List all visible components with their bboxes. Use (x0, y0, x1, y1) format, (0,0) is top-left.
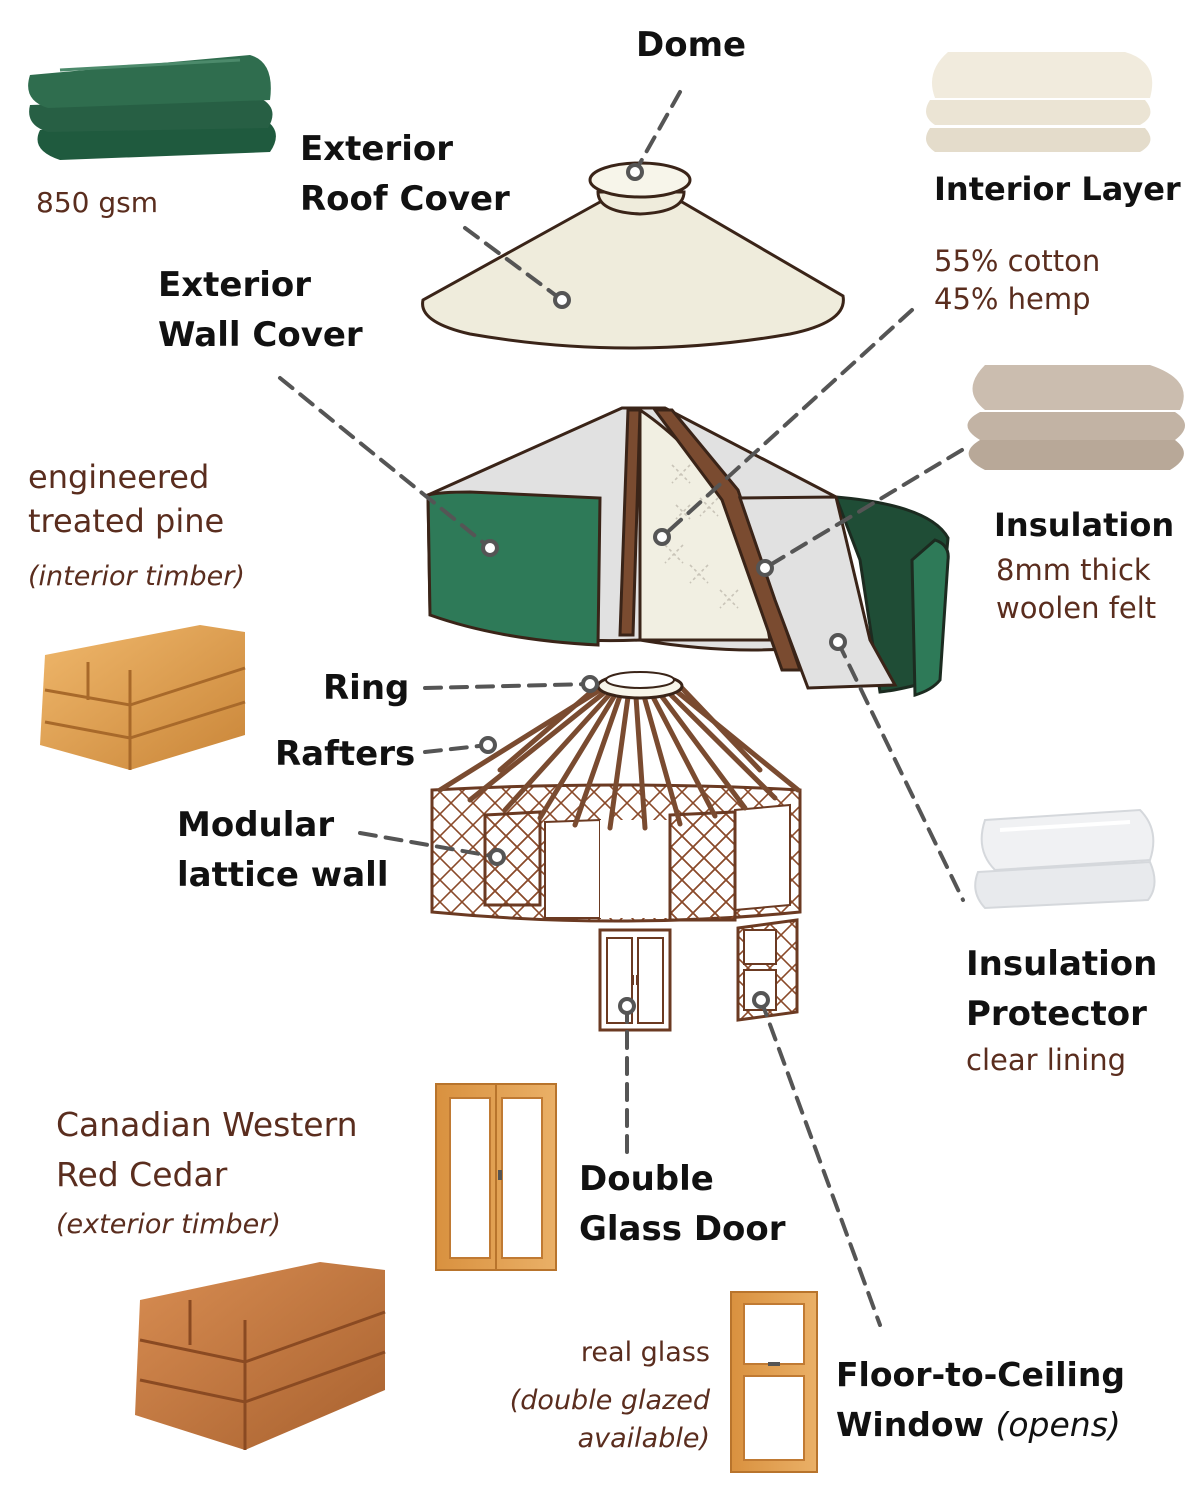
note-fabric-line2: 45% hemp (934, 282, 1091, 316)
note-insulation-line1: 8mm thick (996, 553, 1151, 587)
note-cover-weight: 850 gsm (36, 186, 158, 219)
note-pine-use: (interior timber) (28, 561, 245, 592)
label-lattice-line2: lattice wall (177, 855, 389, 895)
label-roof-cover: Exterior Roof Cover (300, 124, 510, 224)
folded-cream-fabric-icon (926, 52, 1153, 152)
double-door-icon (435, 1083, 557, 1271)
label-window-word: Window (836, 1405, 984, 1444)
window-icon (730, 1291, 818, 1473)
folded-wool-felt-icon (967, 365, 1185, 470)
label-door-line2: Glass Door (579, 1209, 786, 1249)
label-window-line1: Floor-to-Ceiling (836, 1355, 1125, 1394)
pine-timber-stack-icon (40, 625, 246, 770)
note-pine-line2: treated pine (28, 502, 225, 540)
label-window: Floor-to-Ceiling Window (opens) (836, 1350, 1125, 1450)
cedar-timber-stack-icon (135, 1262, 386, 1450)
label-rafters: Rafters (275, 734, 416, 774)
note-glass-option-line1: (double glazed (509, 1385, 710, 1416)
note-cedar-use: (exterior timber) (56, 1209, 281, 1240)
note-insulation-spec: 8mm thick woolen felt (996, 551, 1156, 627)
label-wall-cover: Exterior Wall Cover (158, 260, 363, 360)
note-insulation-line2: woolen felt (996, 591, 1157, 625)
note-cedar-line1: Canadian Western (56, 1105, 358, 1144)
note-cedar: Canadian Western Red Cedar (56, 1100, 357, 1200)
label-roof-cover-line1: Exterior (300, 129, 454, 169)
note-interior-fabric: 55% cotton 45% hemp (934, 242, 1100, 318)
label-dome: Dome (636, 25, 747, 65)
label-lattice-wall: Modular lattice wall (177, 800, 388, 900)
label-insulation-protector: Insulation Protector (966, 939, 1157, 1039)
frame-shape (430, 671, 802, 923)
note-glass-option-line2: available) (577, 1423, 710, 1454)
label-protector-line1: Insulation (966, 944, 1158, 984)
label-wall-cover-line2: Wall Cover (158, 315, 363, 355)
label-window-suffix: (opens) (995, 1405, 1121, 1444)
wall-cover-shape (426, 406, 950, 697)
label-roof-cover-line2: Roof Cover (300, 179, 510, 219)
note-cedar-line2: Red Cedar (56, 1155, 228, 1194)
note-fabric-line1: 55% cotton (934, 244, 1101, 278)
door-part-shape (598, 928, 672, 1032)
label-insulation: Insulation (994, 506, 1175, 544)
label-protector-line2: Protector (966, 994, 1147, 1034)
roof-cover-shape (421, 200, 845, 350)
label-window-line2: Window (opens) (836, 1400, 1125, 1450)
note-glass-option: (double glazed available) (450, 1382, 710, 1458)
dome-shape (588, 161, 692, 216)
label-wall-cover-line1: Exterior (158, 265, 312, 305)
label-interior-layer: Interior Layer (934, 170, 1181, 208)
label-door-line1: Double (579, 1159, 714, 1199)
label-double-door: Double Glass Door (579, 1154, 786, 1254)
folded-clear-film-icon (974, 808, 1156, 910)
window-part-shape (736, 918, 799, 1022)
note-pine: engineered treated pine (28, 455, 224, 543)
label-ring: Ring (323, 668, 410, 708)
note-glass: real glass (580, 1337, 710, 1368)
note-pine-line1: engineered (28, 458, 210, 496)
folded-green-vinyl-icon (28, 55, 276, 160)
note-protector-spec: clear lining (966, 1043, 1127, 1077)
label-lattice-line1: Modular (177, 805, 335, 845)
